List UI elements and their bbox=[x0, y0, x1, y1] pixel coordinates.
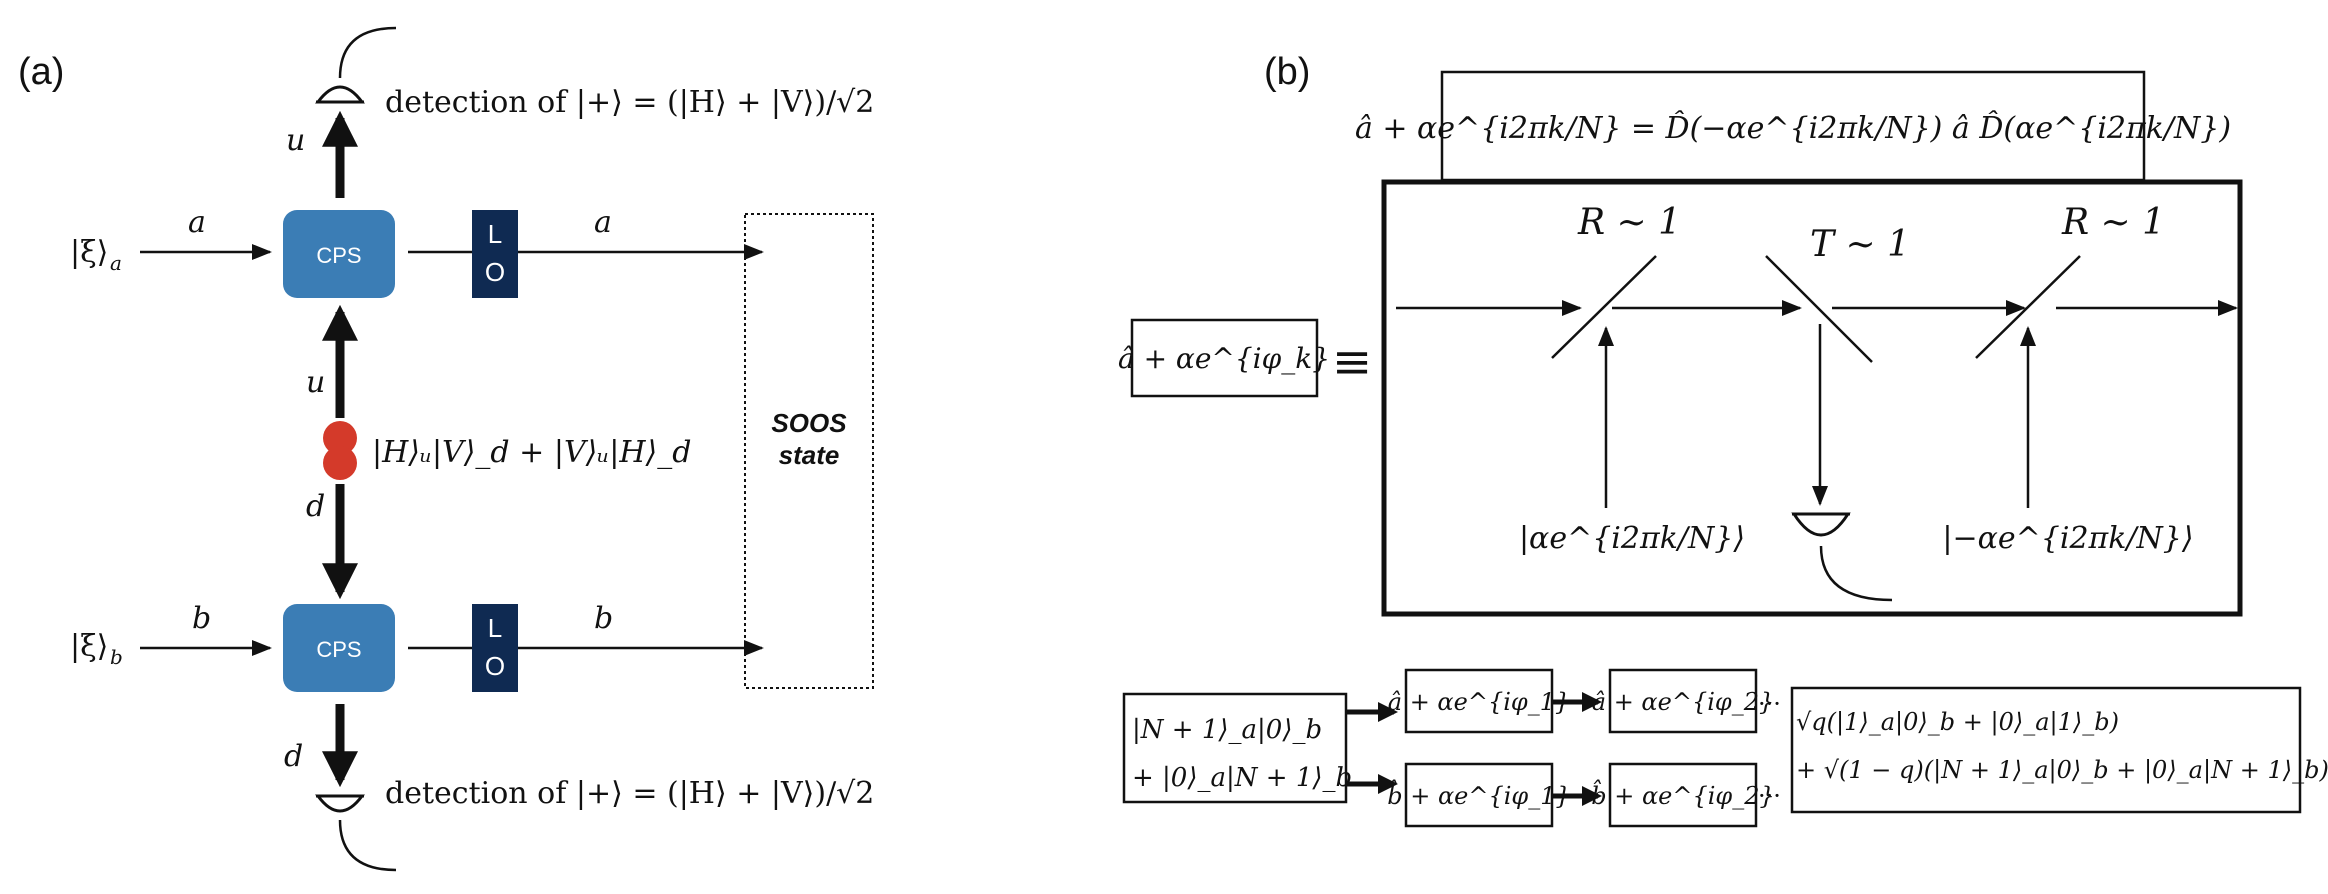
chain-a-dots: ··· bbox=[1758, 690, 1781, 718]
op-b1-label: b̂ + αe^{iφ_1} bbox=[1387, 779, 1571, 810]
input-state-line2: + |0⟩_a|N + 1⟩_b bbox=[1132, 763, 1352, 793]
bs3-label: R ∼ 1 bbox=[2061, 202, 2165, 243]
beam-splitter-1 bbox=[1551, 255, 1657, 359]
lo-top-box bbox=[472, 210, 518, 298]
mode-d-mid-label: d bbox=[306, 489, 325, 524]
op-b1-box bbox=[1404, 762, 1554, 828]
lo-bottom-label-2: O bbox=[485, 651, 505, 681]
input-top-subscript: a bbox=[110, 251, 122, 275]
output-state-box bbox=[1790, 686, 2302, 814]
input-top-ket: |ξ⟩ bbox=[70, 235, 108, 270]
mode-b-out-label: b bbox=[594, 601, 613, 636]
panel-b: (b) â + αe^{i2πk/N} = D̂(−αe^{i2πk/N}) â… bbox=[1118, 51, 2328, 828]
panel-b-detector-icon bbox=[1791, 512, 1893, 602]
cps-top-label: CPS bbox=[316, 243, 361, 268]
cps-top-box bbox=[283, 210, 395, 298]
soos-state-box bbox=[744, 213, 874, 689]
output-state-line1: √q(|1⟩_a|0⟩_b + |0⟩_a|1⟩_b) bbox=[1796, 708, 2119, 737]
input-state-box bbox=[1122, 692, 1348, 804]
lo-top-label-1: L bbox=[488, 219, 502, 249]
detection-bottom-label: detection of |+⟩ = (|H⟩ + |V⟩)/√2 bbox=[385, 776, 874, 811]
operator-label: â + αe^{iφ_k} bbox=[1118, 342, 1330, 375]
op-b2-label: b̂ + αe^{iφ_2} bbox=[1591, 779, 1775, 810]
mode-d-bottom-label: d bbox=[284, 739, 303, 774]
source-state-label: |H⟩ᵤ|V⟩_d + |V⟩ᵤ|H⟩_d bbox=[372, 435, 691, 470]
chain-b-dots: ··· bbox=[1758, 782, 1781, 810]
output-state-line2: + √(1 − q)(|N + 1⟩_a|0⟩_b + |0⟩_a|N + 1⟩… bbox=[1796, 756, 2328, 785]
displacement-circuit-box bbox=[1381, 179, 2243, 617]
op-a1-label: â + αe^{iφ_1} bbox=[1388, 688, 1570, 716]
lo-bottom-label-1: L bbox=[488, 613, 502, 643]
mode-b-in-label: b bbox=[192, 601, 211, 636]
equiv-symbol: ≡ bbox=[1332, 334, 1372, 390]
op-b2-box bbox=[1608, 762, 1758, 828]
input-state-line1: |N + 1⟩_a|0⟩_b bbox=[1132, 715, 1322, 745]
op-a1-box bbox=[1404, 668, 1554, 734]
soos-label-line2: state bbox=[779, 440, 840, 470]
bs2-label: T ∼ 1 bbox=[1810, 224, 1910, 265]
op-a2-label: â + αe^{iφ_2} bbox=[1592, 688, 1774, 716]
operator-box bbox=[1130, 318, 1319, 398]
input-bottom-subscript: b bbox=[110, 645, 123, 669]
cps-bottom-label: CPS bbox=[316, 637, 361, 662]
lo-top-label-2: O bbox=[485, 257, 505, 287]
displacement-equation: â + αe^{i2πk/N} = D̂(−αe^{i2πk/N}) â D̂(… bbox=[1355, 111, 2231, 146]
bs1-label: R ∼ 1 bbox=[1577, 202, 1681, 243]
displacement-equation-box bbox=[1440, 70, 2146, 182]
mode-a-in-label: a bbox=[188, 205, 206, 240]
panel-b-label: (b) bbox=[1264, 51, 1310, 93]
input-bottom-ket: |ξ⟩ bbox=[70, 629, 108, 664]
photon-source-icon bbox=[323, 421, 357, 480]
beam-splitter-3 bbox=[1975, 255, 2081, 359]
coherent-left-label: |αe^{i2πk/N}⟩ bbox=[1519, 521, 1745, 556]
bottom-detector-icon bbox=[315, 794, 397, 872]
op-a2-box bbox=[1608, 668, 1758, 734]
beam-splitter-2 bbox=[1765, 255, 1873, 363]
top-detector-icon bbox=[315, 26, 397, 104]
lo-bottom-box bbox=[472, 604, 518, 692]
detection-top-label: detection of |+⟩ = (|H⟩ + |V⟩)/√2 bbox=[385, 85, 874, 120]
soos-label-line1: SOOS bbox=[771, 408, 847, 438]
mode-u-mid-label: u bbox=[306, 365, 325, 400]
coherent-right-label: |−αe^{i2πk/N}⟩ bbox=[1942, 521, 2193, 556]
cps-bottom-box bbox=[283, 604, 395, 692]
panel-a: (a) detection of |+⟩ = (|H⟩ + |V⟩)/√2 u … bbox=[18, 26, 874, 872]
panel-a-label: (a) bbox=[18, 51, 64, 93]
mode-u-top-label: u bbox=[286, 123, 305, 158]
mode-a-out-label: a bbox=[594, 205, 612, 240]
